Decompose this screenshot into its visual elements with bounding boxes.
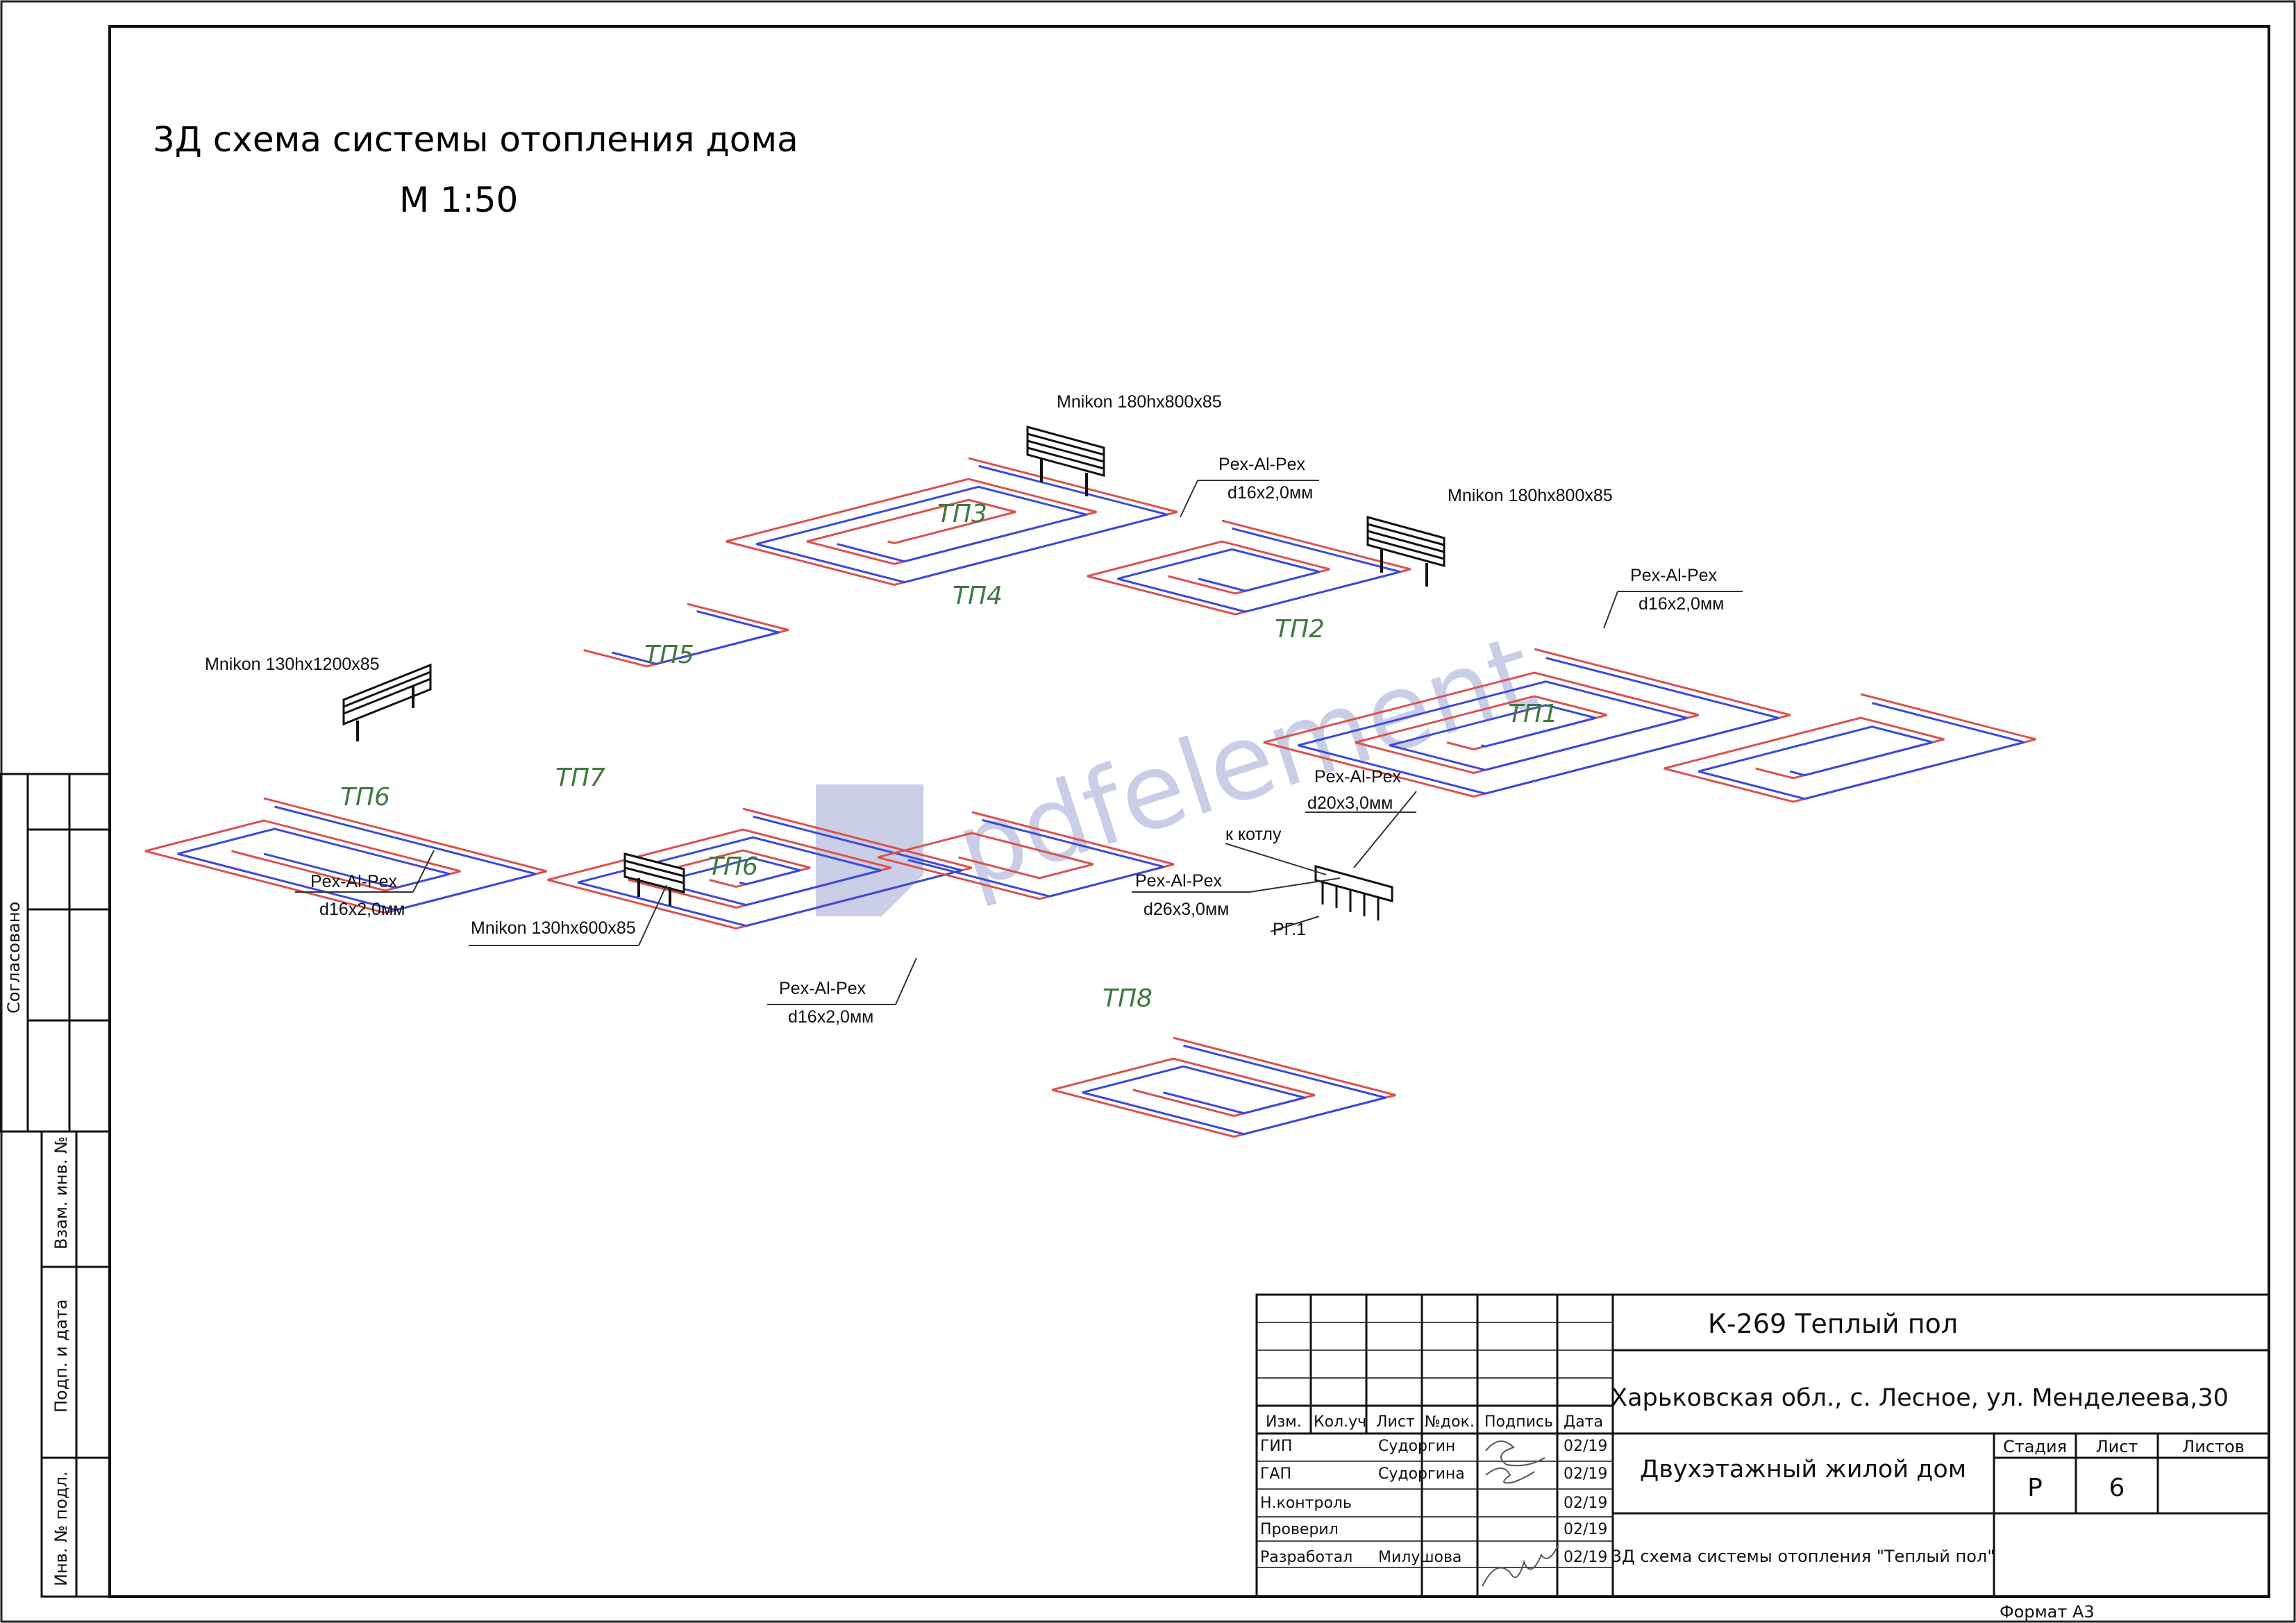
label-pipe-name: Pex-Al-Pex bbox=[1218, 455, 1306, 474]
tb-sheet-no: 6 bbox=[2109, 1474, 2125, 1502]
tb-stage: Р bbox=[2027, 1474, 2043, 1502]
heating-pipe-loop bbox=[907, 818, 1164, 898]
zone-label: ТП4 bbox=[953, 582, 1003, 610]
heating-pipe-loop bbox=[1117, 527, 1401, 613]
tb-role: Н.контроль bbox=[1260, 1495, 1352, 1512]
zone-label: ТП5 bbox=[644, 641, 694, 669]
label-radiator-right: Mnikon 180hx800x85 bbox=[1448, 486, 1613, 505]
tb-header-ndok: №док. bbox=[1425, 1413, 1475, 1431]
drawing-title: 3Д схема системы отопления дома bbox=[153, 119, 798, 160]
heating-pipe-loop bbox=[144, 797, 547, 914]
radiator-right bbox=[1366, 516, 1446, 587]
heating-pipe-loop bbox=[1087, 519, 1411, 616]
tb-header-podpis: Подпись bbox=[1484, 1413, 1553, 1431]
title-block bbox=[1255, 1293, 2270, 1598]
inv-swap-label: Взам. инв. № bbox=[51, 1136, 71, 1250]
label-radiator-bottom: Mnikon 130hx600x85 bbox=[471, 918, 636, 938]
tb-address: Харьковская обл., с. Лесное, ул. Менделе… bbox=[1611, 1384, 2229, 1412]
tb-date: 02/19 bbox=[1564, 1549, 1607, 1566]
signature-marks bbox=[1482, 1440, 1559, 1587]
label-pipe-size: d20x3,0мм bbox=[1307, 793, 1393, 813]
heating-pipe-loop bbox=[611, 610, 780, 666]
label-pipe-size: d16x2,0мм bbox=[1227, 483, 1313, 503]
label-radiator-top: Mnikon 180hx800x85 bbox=[1057, 392, 1222, 412]
agreed-label: Согласовано bbox=[4, 902, 24, 1014]
zone-label: ТП8 bbox=[1103, 984, 1153, 1013]
tb-date: 02/19 bbox=[1564, 1465, 1607, 1483]
radiator-top bbox=[1026, 426, 1105, 496]
inv-orig-label: Инв. № подл. bbox=[51, 1471, 71, 1586]
tb-code: К-269 Теплый пол bbox=[1708, 1309, 1958, 1339]
tb-header-izm: Изм. bbox=[1266, 1413, 1302, 1431]
label-pipe-size: d16x2,0мм bbox=[788, 1007, 873, 1027]
tb-date: 02/19 bbox=[1564, 1521, 1607, 1538]
drawing-scale: М 1:50 bbox=[399, 180, 518, 220]
leader-lines bbox=[295, 480, 1743, 1005]
heating-pipe-loop bbox=[1082, 1044, 1386, 1136]
label-pipe-name: Pex-Al-Pex bbox=[779, 979, 866, 998]
heating-loops bbox=[144, 457, 2036, 1138]
tb-date: 02/19 bbox=[1564, 1438, 1607, 1455]
tb-object: Двухэтажный жилой дом bbox=[1640, 1456, 1966, 1483]
heating-pipe-loop bbox=[1664, 693, 2036, 803]
tb-sheet-title: 3Д схема системы отопления "Теплый пол" bbox=[1611, 1547, 1995, 1566]
zone-label: ТП6 bbox=[708, 852, 758, 881]
label-pipe-name: Pex-Al-Pex bbox=[310, 872, 398, 891]
tb-name: Судоргина bbox=[1378, 1465, 1465, 1483]
label-pipe-name: Pex-Al-Pex bbox=[1630, 566, 1718, 585]
tb-stage-head: Стадия bbox=[2003, 1437, 2067, 1456]
label-pipe-size: d16x2,0мм bbox=[319, 900, 405, 919]
label-radiator-left: Mnikon 130hx1200x85 bbox=[205, 655, 380, 674]
zone-label: ТП1 bbox=[1508, 700, 1558, 728]
side-stamp bbox=[0, 773, 111, 1598]
label-pipe-size: d16x2,0мм bbox=[1639, 594, 1724, 614]
tb-role: Проверил bbox=[1260, 1521, 1339, 1538]
label-to-boiler: к котлу bbox=[1225, 825, 1282, 844]
tb-header-data: Дата bbox=[1564, 1413, 1603, 1431]
manifold bbox=[1314, 865, 1393, 920]
tb-date: 02/19 bbox=[1564, 1495, 1607, 1512]
tb-name: Милушова bbox=[1378, 1549, 1461, 1566]
heating-pipe-loop bbox=[577, 815, 962, 927]
label-pipe-name: Pex-Al-Pex bbox=[1135, 871, 1223, 891]
zone-label: ТП2 bbox=[1275, 615, 1325, 644]
tb-role: ГАП bbox=[1260, 1465, 1291, 1483]
label-pipe-size: d26x3,0мм bbox=[1143, 900, 1229, 919]
heating-pipe-loop bbox=[1698, 702, 2025, 800]
radiator-bottom bbox=[623, 852, 685, 906]
tb-role: Разработал bbox=[1260, 1549, 1352, 1566]
tb-format: Формат А3 bbox=[2000, 1602, 2095, 1622]
label-manifold: РГ.1 bbox=[1273, 920, 1306, 939]
label-pipe-name: Pex-Al-Pex bbox=[1314, 767, 1402, 787]
tb-header-list: Лист bbox=[1376, 1413, 1415, 1431]
tb-sheets-head: Листов bbox=[2182, 1437, 2245, 1456]
tb-sheet-head: Лист bbox=[2096, 1437, 2138, 1456]
zone-label: ТП3 bbox=[937, 500, 987, 528]
heating-pipe-loop bbox=[1298, 657, 1779, 795]
sign-date-label: Подп. и дата bbox=[51, 1300, 71, 1413]
zone-label: ТП6 bbox=[340, 783, 390, 812]
heating-pipe-loop bbox=[756, 464, 1168, 584]
zone-label: ТП7 bbox=[555, 764, 605, 792]
tb-name: Судоргин bbox=[1378, 1438, 1455, 1455]
tb-header-kol: Кол.уч bbox=[1314, 1413, 1366, 1431]
tb-role: ГИП bbox=[1260, 1438, 1292, 1455]
radiator-left bbox=[342, 663, 432, 741]
heating-pipe-loop bbox=[177, 805, 537, 911]
